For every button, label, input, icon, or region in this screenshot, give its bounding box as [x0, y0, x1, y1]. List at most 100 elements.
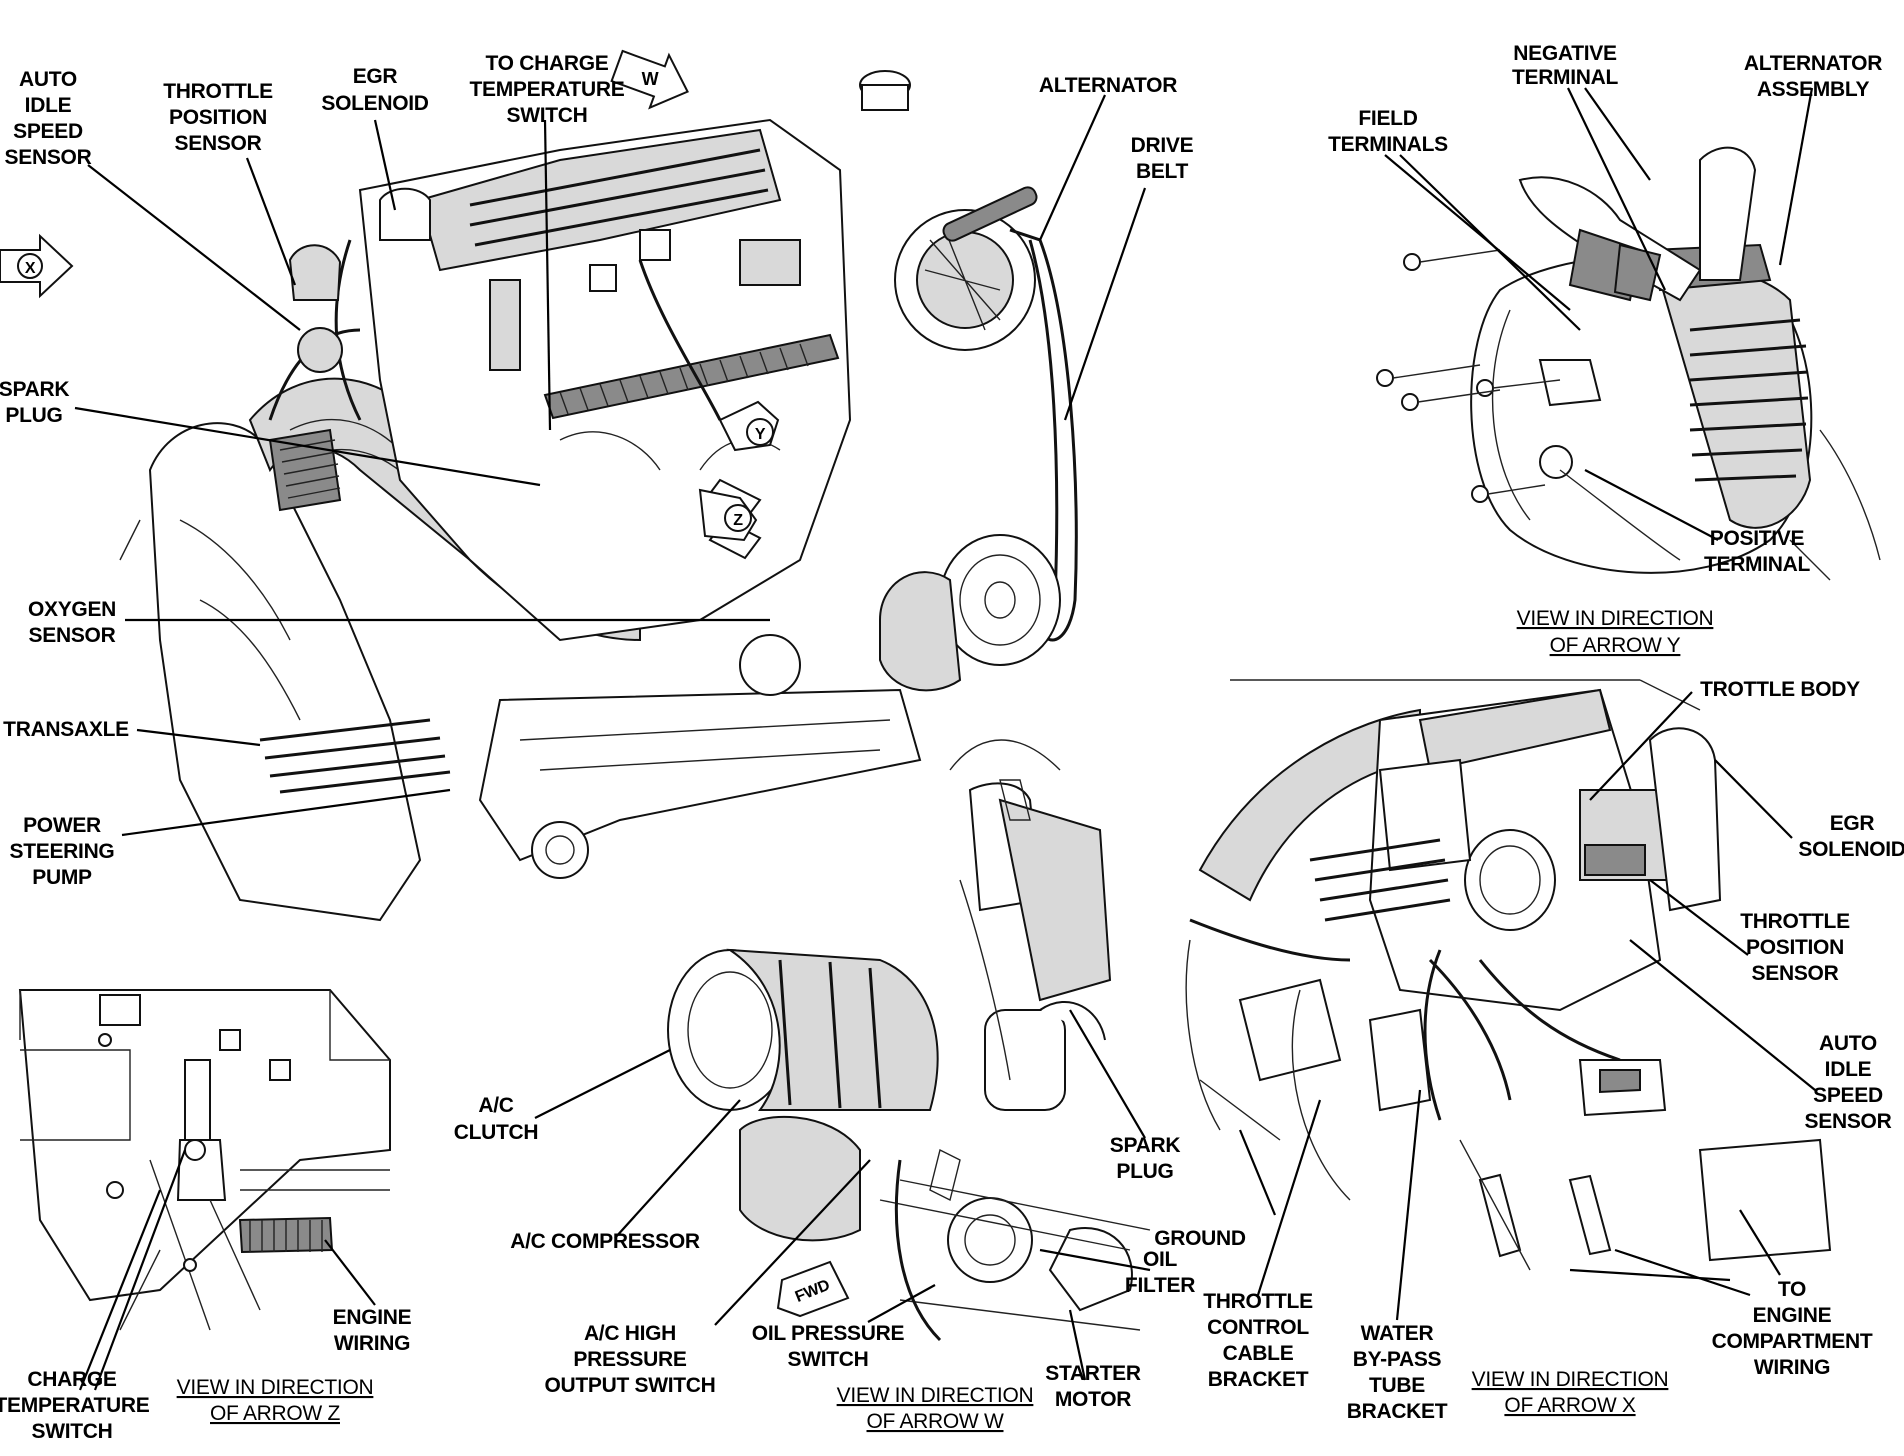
svg-text:TUBE: TUBE	[1369, 1374, 1425, 1397]
svg-text:COMPARTMENT: COMPARTMENT	[1712, 1330, 1873, 1353]
svg-text:OXYGEN: OXYGEN	[28, 598, 116, 621]
svg-text:TRANSAXLE: TRANSAXLE	[3, 718, 129, 741]
svg-text:A/C HIGH: A/C HIGH	[584, 1322, 676, 1345]
label-transaxle: TRANSAXLE	[3, 718, 129, 741]
view-z-labels: ENGINE WIRING CHARGE TEMPERATURE SWITCH …	[0, 1306, 412, 1443]
label-trottle-body: TROTTLE BODY	[1700, 678, 1860, 701]
svg-text:Y: Y	[755, 426, 766, 443]
label-auto-idle-speed-sensor-x: AUTO IDLE SPEED SENSOR	[1805, 1032, 1892, 1133]
svg-text:VIEW IN DIRECTION: VIEW IN DIRECTION	[177, 1376, 374, 1399]
svg-text:CHARGE: CHARGE	[27, 1368, 116, 1391]
svg-text:GROUND: GROUND	[1154, 1227, 1246, 1250]
label-throttle-position-sensor-x: THROTTLE POSITION SENSOR	[1740, 910, 1850, 985]
svg-text:AUTO: AUTO	[19, 68, 77, 91]
label-drive-belt: DRIVE BELT	[1131, 134, 1194, 183]
arrow-w-marker: W	[610, 49, 689, 110]
svg-text:EGR: EGR	[1830, 812, 1875, 835]
svg-text:EGR: EGR	[353, 65, 398, 88]
view-y-labels: NEGATIVE TERMINAL ALTERNATOR ASSEMBLY FI…	[1328, 42, 1882, 657]
svg-text:SENSOR: SENSOR	[1805, 1110, 1892, 1133]
label-positive-terminal: POSITIVE TERMINAL	[1704, 527, 1811, 576]
view-z-leaders	[78, 1149, 376, 1391]
svg-text:SENSOR: SENSOR	[29, 624, 116, 647]
arrow-y-marker: Y	[718, 400, 780, 452]
label-egr-solenoid-x: EGR SOLENOID	[1798, 812, 1904, 861]
view-w-illustration	[667, 739, 1151, 1342]
svg-text:VIEW IN DIRECTION: VIEW IN DIRECTION	[1472, 1368, 1669, 1391]
svg-text:PLUG: PLUG	[5, 404, 62, 427]
view-x-illustration	[1185, 679, 1832, 1271]
label-alternator: ALTERNATOR	[1039, 74, 1178, 97]
svg-text:POSITION: POSITION	[1746, 936, 1844, 959]
label-field-terminals: FIELD TERMINALS	[1328, 107, 1448, 156]
label-to-charge-temperature-switch: TO CHARGE TEMPERATURE SWITCH	[470, 52, 626, 127]
svg-text:VIEW IN DIRECTION: VIEW IN DIRECTION	[837, 1384, 1034, 1407]
svg-text:BRACKET: BRACKET	[1347, 1400, 1448, 1423]
label-ac-clutch: A/C CLUTCH	[454, 1094, 539, 1144]
view-x-caption: VIEW IN DIRECTION OF ARROW X	[1472, 1368, 1669, 1417]
label-water-bypass-tube-bracket: WATER BY-PASS TUBE BRACKET	[1347, 1322, 1448, 1423]
svg-text:FIELD: FIELD	[1358, 107, 1417, 130]
svg-text:OF ARROW X: OF ARROW X	[1504, 1394, 1635, 1417]
svg-text:SPARK: SPARK	[0, 378, 69, 401]
label-ground: GROUND	[1154, 1227, 1246, 1250]
label-starter-motor: STARTER MOTOR	[1045, 1362, 1141, 1411]
svg-text:ALTERNATOR: ALTERNATOR	[1039, 74, 1177, 97]
arrow-x-marker: X	[0, 233, 74, 299]
view-z-caption: VIEW IN DIRECTION OF ARROW Z	[177, 1376, 374, 1425]
label-auto-idle-speed-sensor: AUTO IDLE SPEED SENSOR	[5, 68, 92, 169]
svg-text:THROTTLE: THROTTLE	[1740, 910, 1850, 933]
view-y-leaders	[1384, 87, 1814, 541]
svg-text:OF ARROW Y: OF ARROW Y	[1550, 634, 1681, 657]
svg-text:BRACKET: BRACKET	[1208, 1368, 1309, 1391]
label-to-engine-compartment-wiring: TO ENGINE COMPARTMENT WIRING	[1712, 1278, 1874, 1379]
svg-text:MOTOR: MOTOR	[1055, 1388, 1131, 1411]
svg-text:NEGATIVE: NEGATIVE	[1513, 42, 1617, 65]
svg-text:WATER: WATER	[1361, 1322, 1434, 1345]
svg-text:SENSOR: SENSOR	[1752, 962, 1839, 985]
svg-text:X: X	[25, 260, 36, 277]
svg-text:PUMP: PUMP	[32, 866, 92, 889]
svg-text:POSITIVE: POSITIVE	[1710, 527, 1805, 550]
svg-text:TERMINAL: TERMINAL	[1704, 553, 1811, 576]
svg-text:SWITCH: SWITCH	[31, 1420, 112, 1443]
svg-text:VIEW IN DIRECTION: VIEW IN DIRECTION	[1517, 607, 1714, 630]
svg-text:ASSEMBLY: ASSEMBLY	[1757, 78, 1870, 101]
svg-text:OF ARROW W: OF ARROW W	[867, 1410, 1004, 1433]
svg-text:SENSOR: SENSOR	[175, 132, 262, 155]
label-power-steering-pump: POWER STEERING PUMP	[10, 814, 115, 889]
svg-text:AUTO: AUTO	[1819, 1032, 1877, 1055]
svg-text:WIRING: WIRING	[1754, 1356, 1830, 1379]
label-ac-high-pressure-output-switch: A/C HIGH PRESSURE OUTPUT SWITCH	[544, 1322, 715, 1397]
svg-text:IDLE: IDLE	[25, 94, 72, 117]
svg-text:POSITION: POSITION	[169, 106, 267, 129]
view-w-caption: VIEW IN DIRECTION OF ARROW W	[837, 1384, 1034, 1433]
svg-text:CABLE: CABLE	[1223, 1342, 1294, 1365]
svg-text:A/C: A/C	[478, 1094, 513, 1117]
svg-text:BELT: BELT	[1136, 160, 1189, 183]
view-x-leaders	[1238, 691, 1816, 1321]
label-egr-solenoid: EGR SOLENOID	[321, 65, 429, 115]
svg-text:SPARK: SPARK	[1110, 1134, 1181, 1157]
svg-text:SOLENOID: SOLENOID	[1798, 838, 1904, 861]
svg-text:OIL PRESSURE: OIL PRESSURE	[752, 1322, 905, 1345]
svg-text:CONTROL: CONTROL	[1207, 1316, 1309, 1339]
label-oil-pressure-switch: OIL PRESSURE SWITCH	[752, 1322, 905, 1371]
svg-text:OF ARROW Z: OF ARROW Z	[210, 1402, 340, 1425]
svg-text:CLUTCH: CLUTCH	[454, 1121, 539, 1144]
svg-text:SWITCH: SWITCH	[506, 104, 587, 127]
label-oxygen-sensor: OXYGEN SENSOR	[28, 598, 116, 647]
view-w-leaders	[534, 1009, 1151, 1381]
alternator-illustration	[894, 186, 1038, 351]
fwd-marker: FWD	[776, 1260, 850, 1318]
svg-text:TEMPERATURE: TEMPERATURE	[470, 78, 625, 101]
svg-text:PRESSURE: PRESSURE	[573, 1348, 686, 1371]
label-engine-wiring: ENGINE WIRING	[333, 1306, 412, 1355]
svg-text:TERMINALS: TERMINALS	[1328, 133, 1448, 156]
svg-text:TO CHARGE: TO CHARGE	[486, 52, 609, 75]
svg-text:SPEED: SPEED	[1813, 1084, 1883, 1107]
svg-text:TROTTLE BODY: TROTTLE BODY	[1700, 678, 1860, 701]
view-w-labels: A/C CLUTCH A/C COMPRESSOR SPARK PLUG OIL…	[454, 1094, 1196, 1433]
svg-text:TO: TO	[1778, 1278, 1806, 1301]
